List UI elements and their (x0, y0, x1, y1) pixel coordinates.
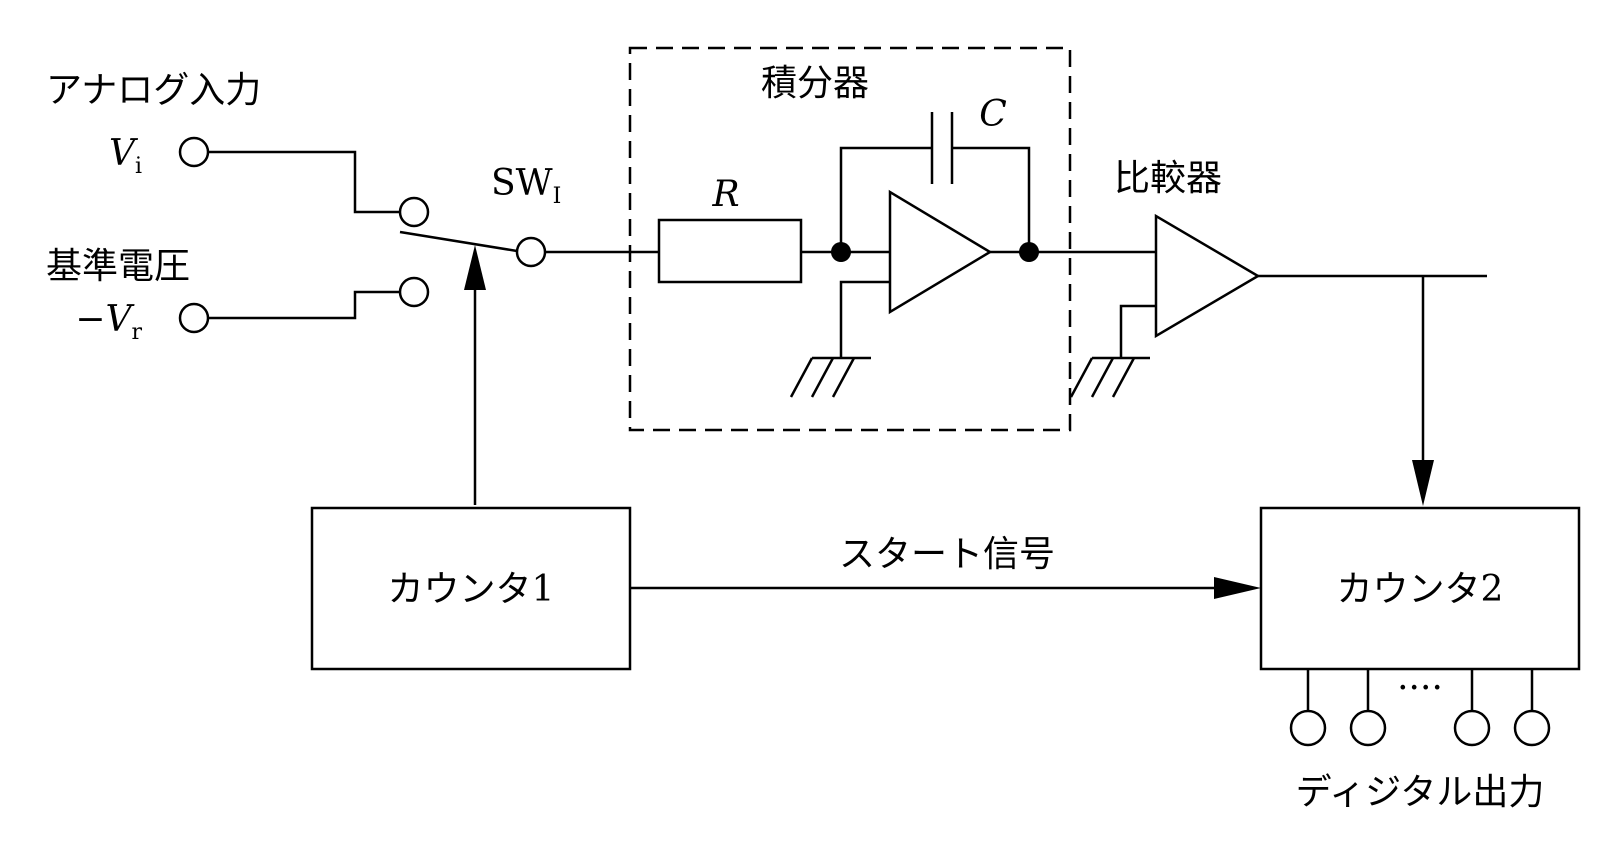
vr-label: −Vr (75, 299, 142, 345)
ground-symbol-comparator (1069, 356, 1150, 398)
ground-symbol-integrator (789, 356, 871, 398)
vr-wire (208, 290, 400, 320)
digital-output-terminals (1289, 669, 1551, 747)
integrator-label: 積分器 (761, 63, 869, 104)
feedback-right (952, 146, 1031, 252)
vi-wire (208, 150, 400, 214)
comparator-ground-wire (1119, 304, 1156, 358)
feedback-left (839, 146, 932, 252)
reference-voltage-label: 基準電圧 (46, 246, 190, 287)
counter2-label: カウンタ2 (1337, 569, 1504, 610)
vi-label: Vi (109, 133, 142, 179)
junction-dot-input (831, 242, 851, 262)
switch-lever (399, 230, 518, 253)
switch-contact-vi (398, 196, 430, 228)
resistor-label: R (711, 174, 739, 215)
switch-contact-vr (398, 276, 430, 308)
switch-control-arrowhead (464, 245, 486, 290)
digital-output-label: ディジタル出力 (1296, 772, 1545, 813)
resistor (657, 218, 803, 284)
integrator-boundary (628, 46, 1072, 432)
output-dots: ···· (1397, 668, 1443, 709)
start-signal-label: スタート信号 (839, 534, 1055, 575)
switch-label: SWI (491, 163, 561, 209)
switch-common-contact (515, 236, 547, 268)
counter2-box (1259, 506, 1581, 671)
comparator-to-counter2-arrowhead (1412, 460, 1434, 506)
junction-dot-output (1019, 242, 1039, 262)
opamp-ground-wire (839, 280, 890, 358)
comparator-label: 比較器 (1114, 158, 1222, 199)
start-signal-arrowhead (1214, 577, 1261, 599)
vr-terminal (178, 302, 210, 334)
capacitor-label: C (979, 94, 1007, 135)
comparator (1154, 213, 1261, 339)
vi-terminal (178, 136, 210, 168)
counter1-box (310, 506, 632, 671)
counter1-label: カウンタ1 (388, 569, 555, 610)
analog-input-label: アナログ入力 (46, 70, 261, 111)
integrator-opamp (888, 189, 993, 315)
